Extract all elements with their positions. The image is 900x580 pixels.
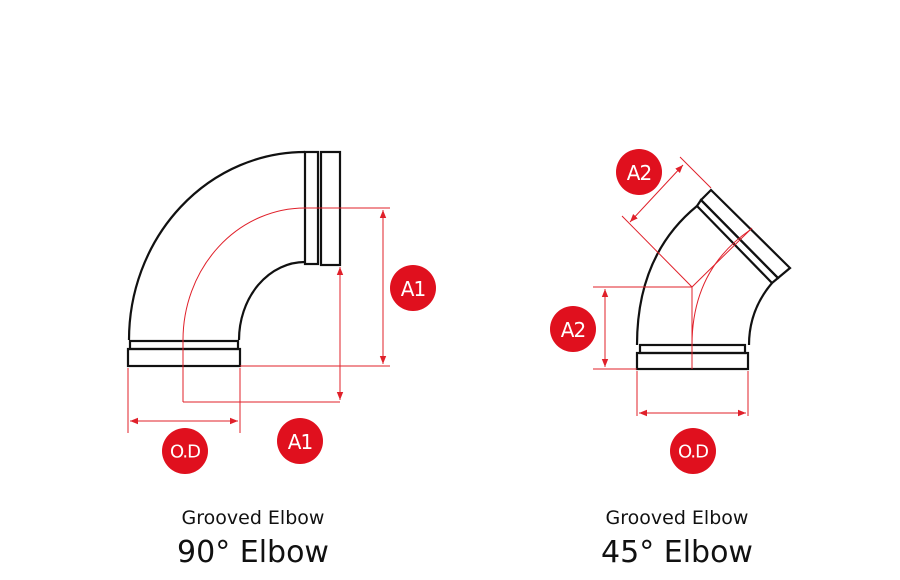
elbow-45-subtitle: Grooved Elbow xyxy=(605,507,749,529)
elbow-90-dimensions xyxy=(127,207,390,433)
badge-a2-vertical: A2 xyxy=(550,306,596,352)
elbow-90-title: 90° Elbow xyxy=(177,535,329,570)
elbow-45-drawing: A2 A2 O.D xyxy=(550,149,792,474)
elbow-45-top-flange xyxy=(699,188,792,280)
elbow-45-outer-curve xyxy=(635,205,698,346)
svg-text:O.D: O.D xyxy=(678,442,708,463)
svg-text:A1: A1 xyxy=(288,430,312,454)
elbow-90-bottom-groove xyxy=(128,339,240,351)
elbow-90-drawing: A1 A1 O.D xyxy=(126,150,436,474)
badge-od-90: O.D xyxy=(162,428,208,474)
elbow-45-title: 45° Elbow xyxy=(601,535,753,570)
svg-text:A2: A2 xyxy=(561,318,585,342)
svg-text:A1: A1 xyxy=(401,277,425,301)
badge-a1-horizontal: A1 xyxy=(277,418,323,464)
elbow-45-inner-curve xyxy=(747,282,773,346)
svg-text:A2: A2 xyxy=(627,161,651,185)
elbow-45-dimensions xyxy=(593,156,753,417)
elbow-90-subtitle: Grooved Elbow xyxy=(181,507,325,529)
badge-a2-angled: A2 xyxy=(616,149,662,195)
badge-a1-vertical: A1 xyxy=(390,265,436,311)
svg-text:O.D: O.D xyxy=(170,442,200,463)
elbow-90-bottom-flange xyxy=(126,347,242,368)
elbow-90-outer-arc xyxy=(127,150,306,341)
elbow-90-inner-arc xyxy=(237,260,306,341)
badge-od-45: O.D xyxy=(670,428,716,474)
